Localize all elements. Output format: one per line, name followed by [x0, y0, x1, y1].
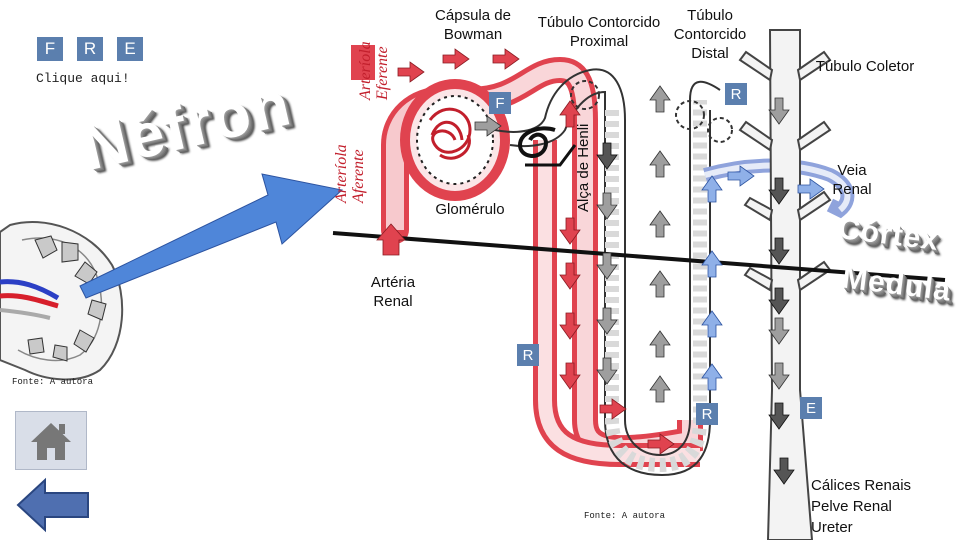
- badge-f-glomerulo[interactable]: F: [489, 92, 511, 114]
- label-capsula-bowman: Cápsula de Bowman: [435, 7, 511, 43]
- label-tubulo-coletor: Túbulo Coletor: [815, 58, 915, 75]
- tab-r[interactable]: R: [77, 37, 103, 61]
- label-tubulo-distal: Túbulo Contorcido Distal: [673, 7, 747, 62]
- home-icon: [31, 423, 71, 460]
- label-arteria-renal: Artéria Renal: [370, 274, 416, 310]
- label-calices: Cálices Renais Pelve Renal Ureter: [811, 477, 912, 536]
- source-bottom: Fonte: A autora: [584, 511, 666, 521]
- label-veia-renal: Veia Renal: [832, 162, 872, 198]
- label-glomerulo: Glomérulo: [435, 201, 505, 218]
- back-button[interactable]: [15, 477, 91, 533]
- badge-r-distal[interactable]: R: [725, 83, 747, 105]
- label-tubulo-proximal: Túbulo Contorcido Proximal: [537, 14, 661, 50]
- tab-f[interactable]: F: [37, 37, 63, 61]
- badge-r-collector[interactable]: R: [696, 403, 718, 425]
- home-button[interactable]: [15, 411, 87, 470]
- label-alca-henle: Alça de Henli: [575, 123, 592, 212]
- label-arteriola-aferente: Arteríola Aferente: [333, 144, 367, 203]
- badge-e-collector[interactable]: E: [800, 397, 822, 419]
- kidney-image: [0, 221, 124, 381]
- back-arrow-icon: [16, 477, 89, 533]
- badge-r-loop[interactable]: R: [517, 344, 539, 366]
- click-hint: Clique aqui!: [36, 71, 130, 86]
- tab-e[interactable]: E: [117, 37, 143, 61]
- label-arteriola-eferente: Arteríola Eferente: [357, 41, 391, 100]
- source-left: Fonte: A autora: [12, 377, 94, 387]
